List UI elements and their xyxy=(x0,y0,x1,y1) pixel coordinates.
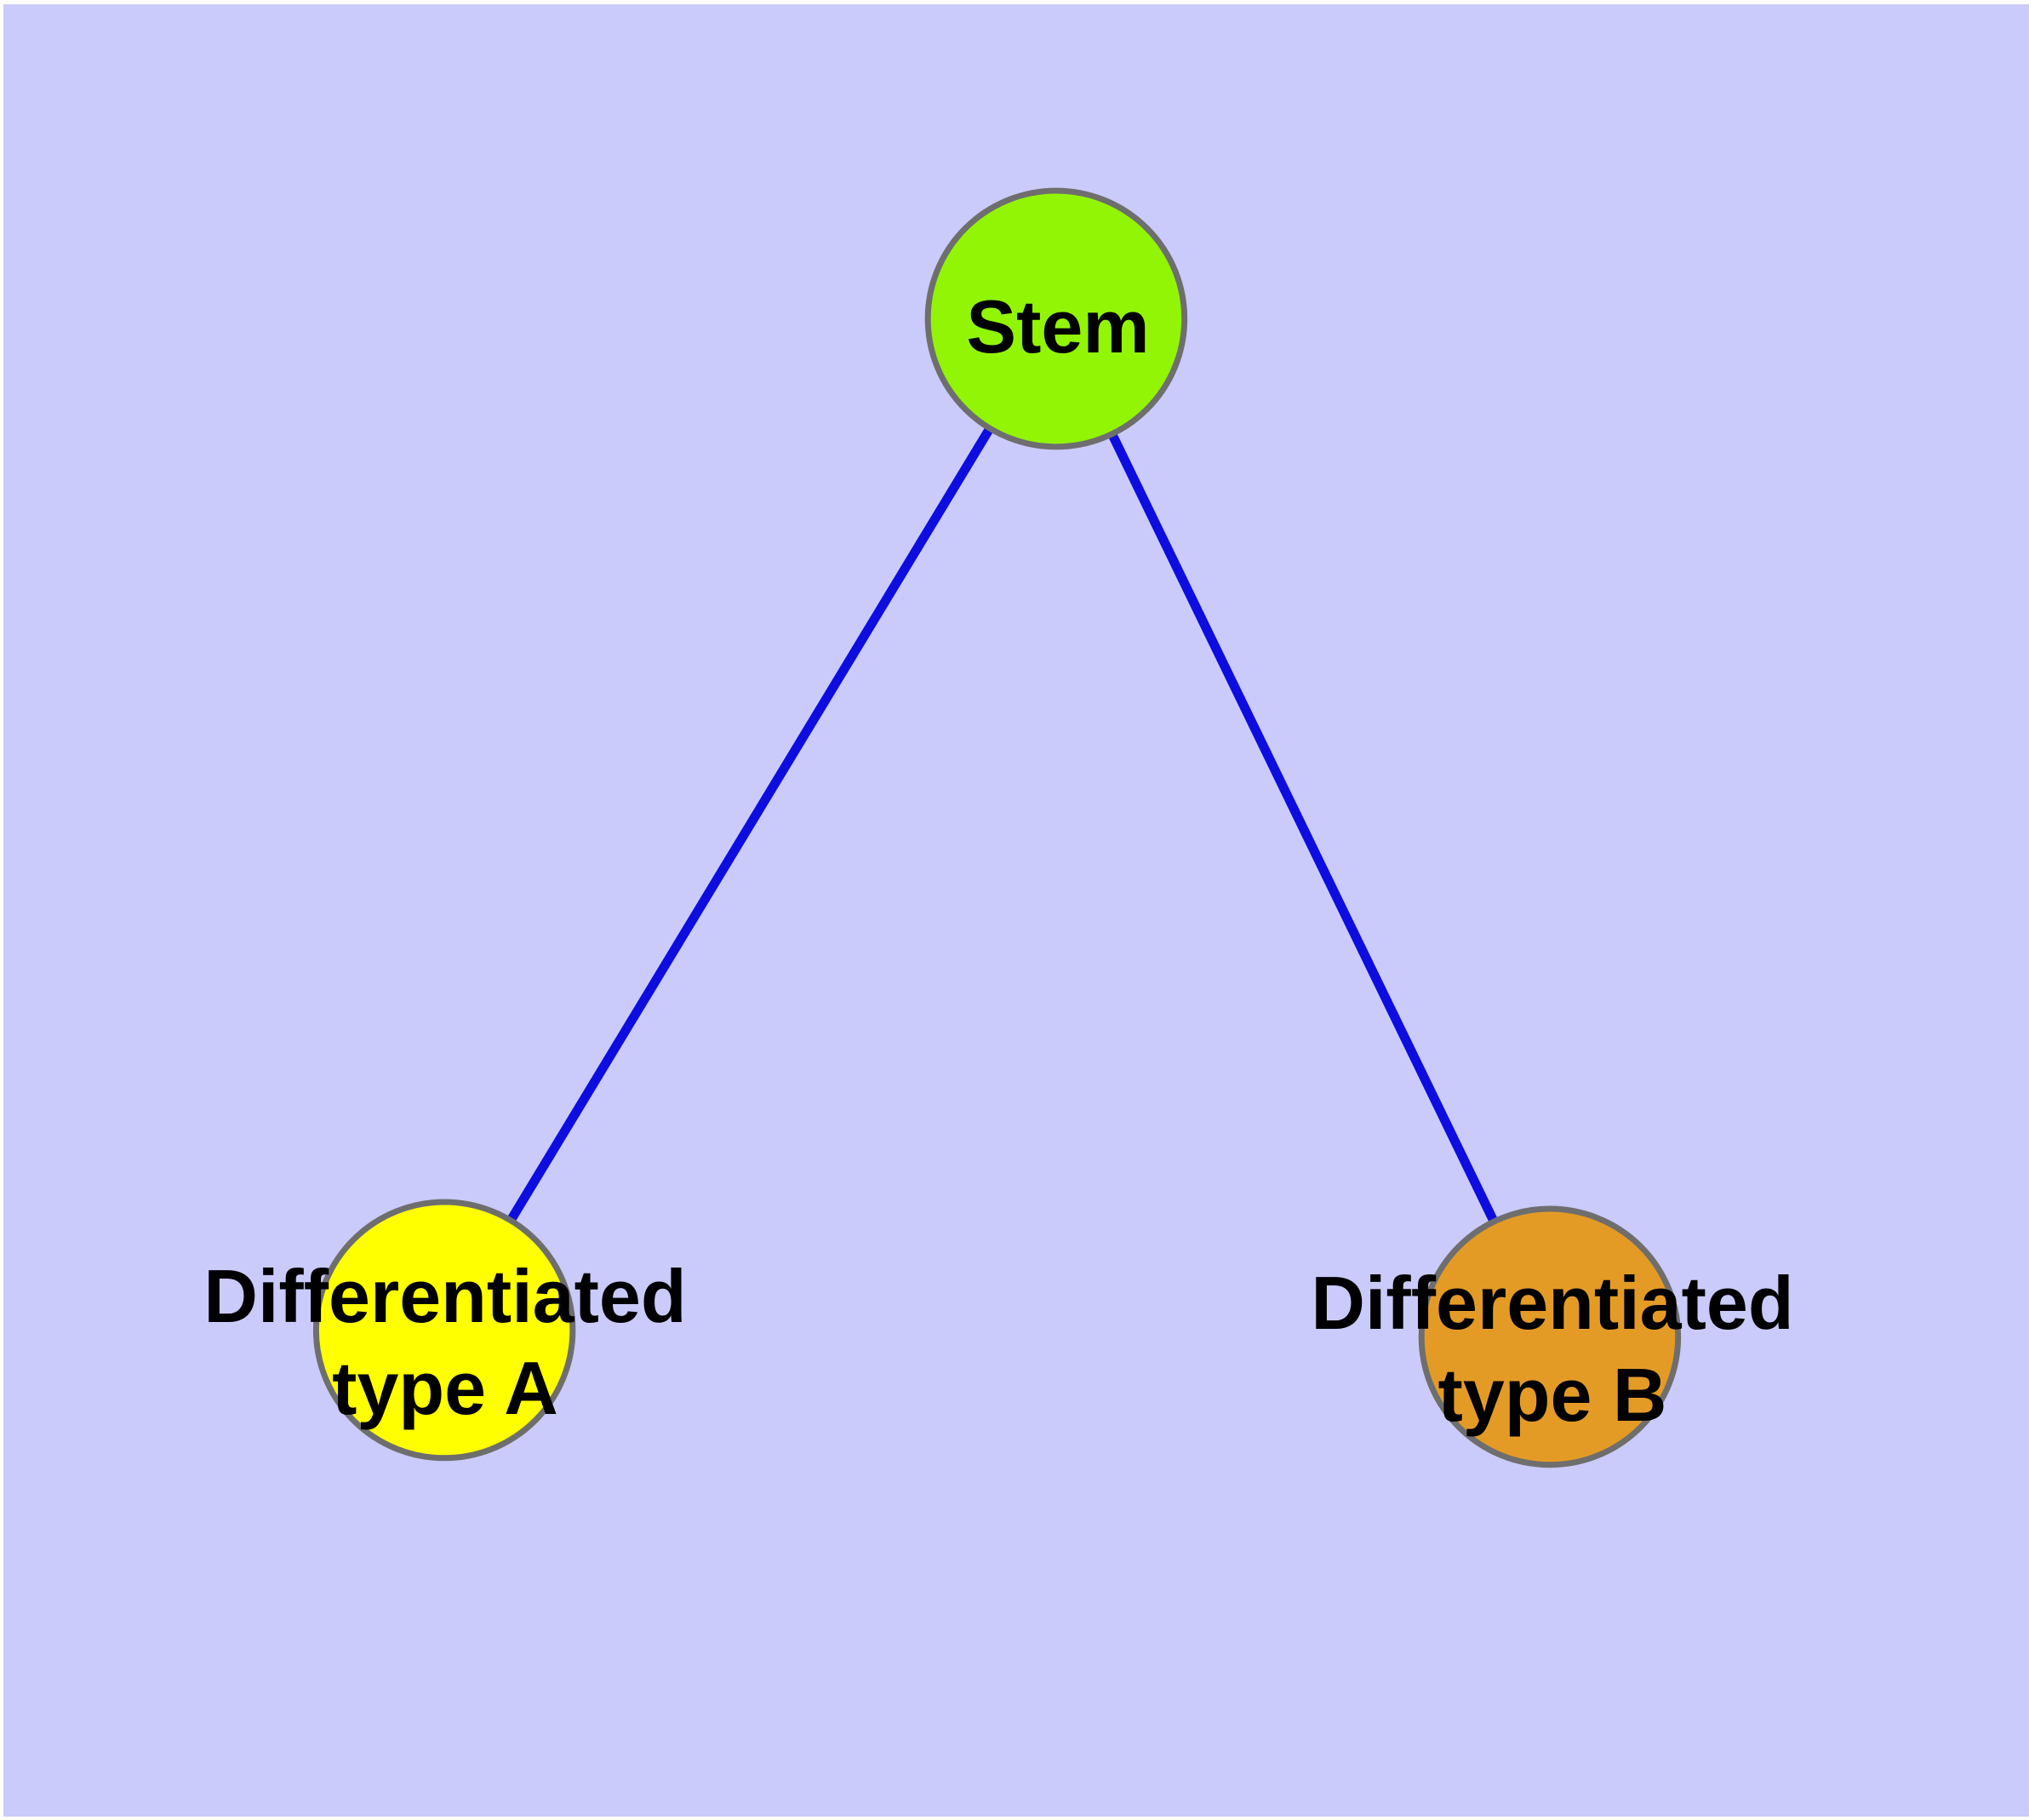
nodes-layer xyxy=(312,187,1682,1468)
edges-layer xyxy=(440,316,1554,1339)
node-differentiated-type-b xyxy=(1418,1205,1682,1468)
node-differentiated-type-a xyxy=(312,1199,576,1462)
edge-stem-to-differentiated-type-b xyxy=(1051,317,1554,1339)
graph-svg xyxy=(312,187,1682,1468)
edge-stem-to-differentiated-type-a xyxy=(440,316,1060,1333)
node-stem xyxy=(924,187,1188,450)
